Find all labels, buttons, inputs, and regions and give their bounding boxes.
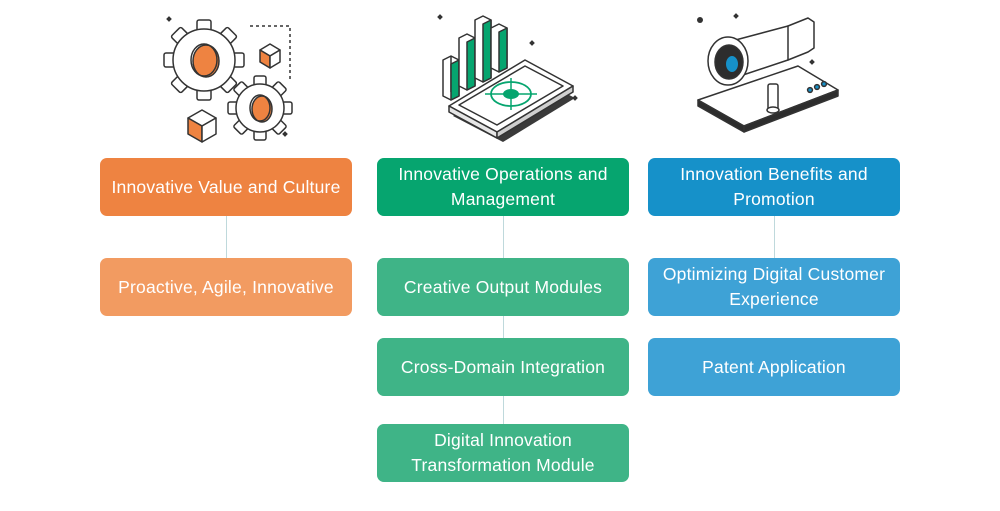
item-box-customer-experience: Optimizing Digital Customer Experience [648, 258, 900, 316]
smartphone-bar-chart-icon [437, 14, 578, 142]
item-box-proactive: Proactive, Agile, Innovative [100, 258, 352, 316]
header-box-benefits: Innovation Benefits and Promotion [648, 158, 900, 216]
connector-line [503, 216, 504, 258]
column-value-culture: Innovative Value and Culture Proactive, … [100, 0, 352, 511]
connector-line [503, 316, 504, 338]
connector-line [226, 216, 227, 258]
item-box-creative-output: Creative Output Modules [377, 258, 629, 316]
header-box-value-culture: Innovative Value and Culture [100, 158, 352, 216]
connector-line [774, 216, 775, 258]
megaphone-icon [697, 13, 839, 133]
item-box-digital-transformation: Digital Innovation Transformation Module [377, 424, 629, 482]
column-operations-management: Innovative Operations and Management Cre… [377, 0, 629, 511]
item-box-cross-domain: Cross-Domain Integration [377, 338, 629, 396]
column-benefits-promotion: Innovation Benefits and Promotion Optimi… [648, 0, 900, 511]
item-box-patent-application: Patent Application [648, 338, 900, 396]
connector-line [503, 396, 504, 424]
gears-icon [163, 16, 293, 143]
header-box-operations: Innovative Operations and Management [377, 158, 629, 216]
